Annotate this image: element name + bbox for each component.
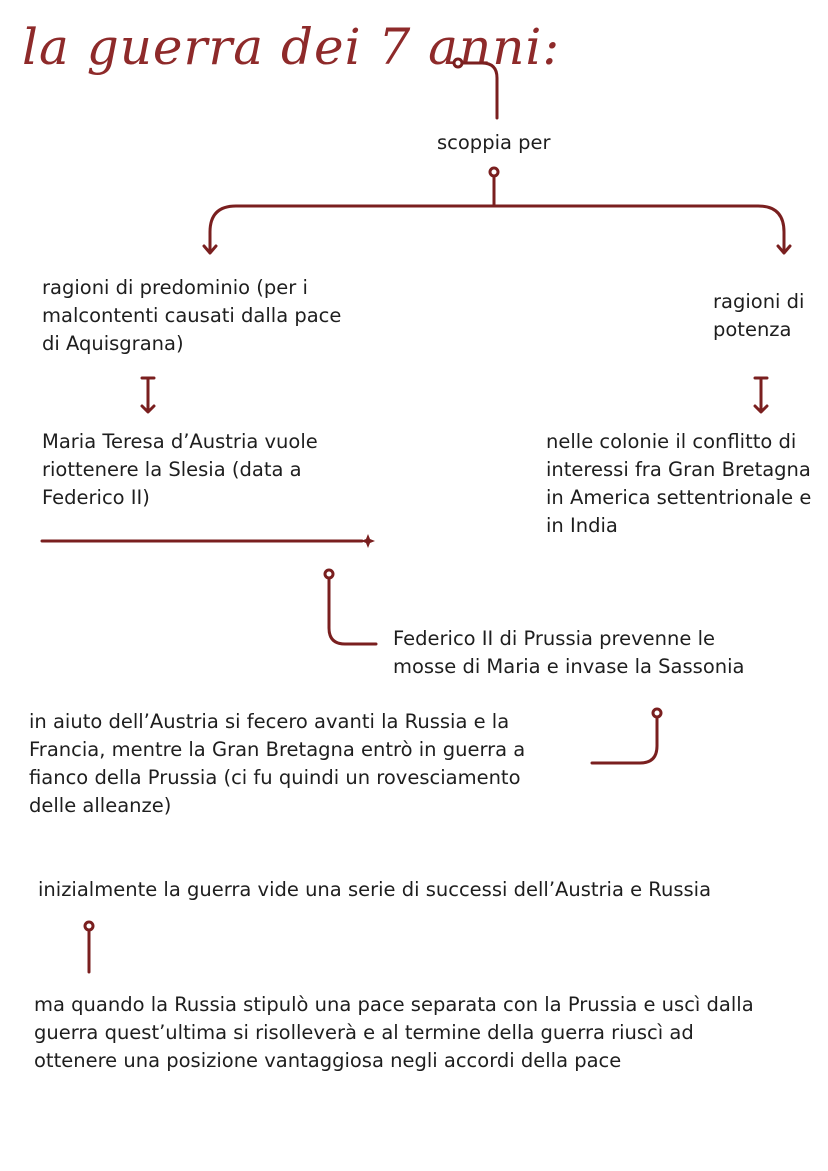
- alliances-node: in aiuto dell’Austria si fecero avanti l…: [29, 710, 526, 817]
- left-effect: Maria Teresa d’Austria vuole riottenere …: [42, 430, 318, 509]
- left-down-arrow-head: [140, 404, 156, 414]
- left-down-arrow-line: [140, 376, 156, 412]
- alliances-hook-line: [590, 715, 659, 765]
- right-down-arrow-line: [753, 376, 769, 412]
- branch-right-arrow: [776, 244, 792, 255]
- branch-bar: [208, 204, 786, 252]
- ending-node: ma quando la Russia stipulò una pace sep…: [34, 993, 754, 1072]
- right-cause: ragioni di potenza: [713, 290, 805, 341]
- frederick-hook-line: [327, 576, 378, 646]
- left-cause: ragioni di predominio (per i malcontenti…: [42, 276, 342, 355]
- initial-node: inizialmente la guerra vide una serie di…: [38, 878, 712, 901]
- title-hook-line: [460, 61, 499, 120]
- frederick-node: Federico II di Prussia prevenne le mosse…: [393, 627, 745, 678]
- diagram-title: la guerra dei 7 anni:: [22, 18, 561, 76]
- branch-left-arrow: [202, 244, 218, 255]
- right-down-arrow-head: [753, 404, 769, 414]
- right-effect: nelle colonie il conflitto di interessi …: [546, 430, 812, 537]
- merge-star: [361, 534, 375, 548]
- root-label: scoppia per: [437, 131, 551, 154]
